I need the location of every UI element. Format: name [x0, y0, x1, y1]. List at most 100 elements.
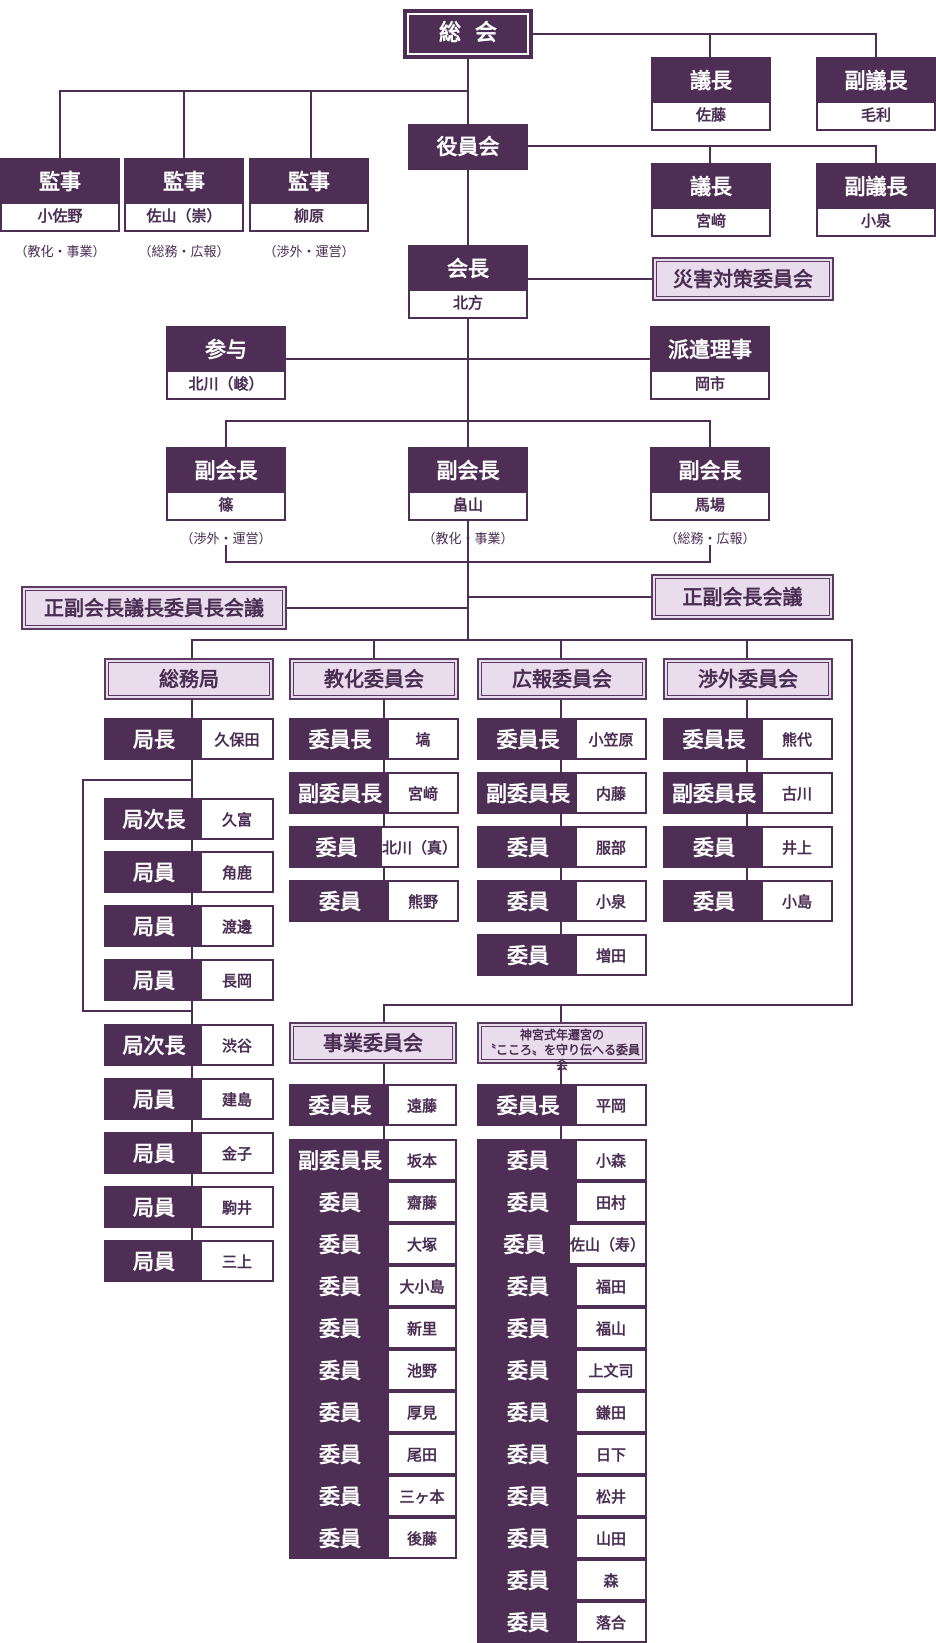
member-row: 委員 小泉 — [477, 880, 647, 922]
member-name: 塙 — [415, 730, 431, 749]
member-name: 角鹿 — [221, 863, 252, 882]
member-row: 局次長 渋谷 — [104, 1024, 274, 1066]
member-row: 局員 駒井 — [104, 1186, 274, 1228]
member-name: 厚見 — [406, 1403, 437, 1422]
member-name: 服部 — [595, 838, 626, 857]
member-row: 局次長 久富 — [104, 798, 274, 840]
member-name: 齋藤 — [406, 1193, 437, 1212]
member-row: 局員 金子 — [104, 1132, 274, 1174]
role-label: 委員 — [291, 1225, 389, 1263]
general-affairs-header: 総務局 — [104, 658, 274, 700]
auditor-note: （渉外・運営） — [263, 245, 355, 260]
role-label: 副委員長 — [665, 774, 763, 812]
member-name: 坂本 — [406, 1151, 437, 1170]
role-label: 委員 — [479, 1393, 577, 1431]
vice-president-box: 副会長 篠 — [166, 447, 286, 521]
member-name: 三ヶ本 — [399, 1487, 445, 1506]
member-name: 森 — [603, 1571, 619, 1590]
member-name: 田村 — [595, 1193, 626, 1212]
member-row: 委員長 遠藤 — [289, 1084, 457, 1126]
member-name: 畠山 — [452, 496, 483, 514]
role-label: 委員 — [479, 828, 577, 866]
member-name: 落合 — [595, 1613, 626, 1632]
role-label: 委員 — [291, 1351, 389, 1389]
general-assembly-box: 総会 — [403, 9, 533, 59]
member-row: 委員 佐山（寿） — [477, 1223, 647, 1265]
member-row: 委員 小森 — [477, 1139, 647, 1181]
role-label: 委員 — [479, 1477, 577, 1515]
member-name: 毛利 — [860, 106, 891, 124]
role-label: 委員長 — [291, 720, 389, 758]
member-row: 委員長 熊代 — [663, 718, 833, 760]
role-label: 委員 — [291, 1477, 389, 1515]
role-label: 委員長 — [479, 1086, 577, 1124]
member-row: 委員 北川（真） — [289, 826, 459, 868]
role-label: 委員 — [291, 828, 382, 866]
role-label: 委員長 — [479, 720, 577, 758]
shrine-committee-header: 神宮式年遷宮の 〝こころ〟を守り伝へる委員会 — [477, 1022, 647, 1072]
member-name: 小島 — [781, 892, 812, 911]
member-name: 山田 — [595, 1529, 626, 1548]
member-name: 宮﨑 — [407, 784, 438, 803]
member-name: 久富 — [221, 810, 252, 829]
role-label: 副議長 — [818, 165, 934, 209]
member-name: 渡邊 — [221, 917, 252, 936]
role-label: 委員 — [291, 1519, 389, 1557]
role-label: 副委員長 — [479, 774, 577, 812]
member-name: 岡市 — [694, 375, 725, 393]
member-row: 副委員長 宮﨑 — [289, 772, 459, 814]
member-name: 北川（真） — [381, 838, 457, 857]
member-name: 長岡 — [221, 971, 252, 990]
member-name: 柳原 — [293, 207, 324, 225]
dispatched-director-box: 派遣理事 岡市 — [650, 326, 770, 400]
role-label: 局員 — [106, 853, 202, 891]
role-label: 会長 — [410, 247, 526, 291]
role-label: 委員 — [479, 936, 577, 974]
disaster-committee-box: 災害対策委員会 — [652, 257, 834, 301]
member-row: 委員 齋藤 — [289, 1181, 457, 1223]
member-name: 渋谷 — [221, 1036, 252, 1055]
role-label: 局次長 — [106, 1026, 202, 1064]
member-name: 熊代 — [781, 730, 812, 749]
member-name: 大塚 — [406, 1235, 437, 1254]
counselor-box: 参与 北川（峻） — [166, 326, 286, 400]
vice-president-box: 副会長 馬場 — [650, 447, 770, 521]
member-row: 局員 建島 — [104, 1078, 274, 1120]
role-label: 参与 — [168, 328, 284, 372]
member-row: 委員長 小笠原 — [477, 718, 647, 760]
role-label: 副会長 — [652, 449, 768, 493]
role-label: 委員 — [479, 1435, 577, 1473]
member-name: 福山 — [595, 1319, 626, 1338]
member-row: 委員 増田 — [477, 934, 647, 976]
role-label: 委員 — [479, 1603, 577, 1641]
external-committee-header: 渉外委員会 — [663, 658, 833, 700]
role-label: 副議長 — [818, 59, 934, 103]
shrine-committee-title-line1: 神宮式年遷宮の — [519, 1028, 604, 1042]
joint-meeting-left-box: 正副会長議長委員長会議 — [21, 586, 287, 630]
joint-meeting-right-box: 正副会長会議 — [651, 574, 834, 620]
member-row: 委員 熊野 — [289, 880, 459, 922]
member-row: 委員 日下 — [477, 1433, 647, 1475]
role-label: 委員 — [291, 1435, 389, 1473]
vice-president-note: （総務・広報） — [664, 532, 756, 547]
member-row: 副委員長 坂本 — [289, 1139, 457, 1181]
member-name: 井上 — [781, 838, 812, 857]
role-label: 局員 — [106, 1134, 202, 1172]
role-label: 局次長 — [106, 800, 202, 838]
member-row: 副委員長 内藤 — [477, 772, 647, 814]
member-name: 松井 — [595, 1487, 626, 1506]
member-name: 新里 — [406, 1319, 437, 1338]
role-label: 副委員長 — [291, 1141, 389, 1179]
role-label: 委員 — [479, 882, 577, 920]
member-name: 佐藤 — [695, 106, 726, 124]
member-name: 小泉 — [860, 212, 891, 230]
member-name: 増田 — [595, 946, 626, 965]
member-row: 副委員長 古川 — [663, 772, 833, 814]
member-name: 日下 — [595, 1445, 626, 1464]
role-label: 監事 — [251, 160, 367, 204]
member-row: 委員長 平岡 — [477, 1084, 647, 1126]
member-name: 熊野 — [407, 892, 438, 911]
role-label: 委員長 — [291, 1086, 389, 1124]
role-label: 議長 — [653, 165, 769, 209]
member-row: 委員 鎌田 — [477, 1391, 647, 1433]
